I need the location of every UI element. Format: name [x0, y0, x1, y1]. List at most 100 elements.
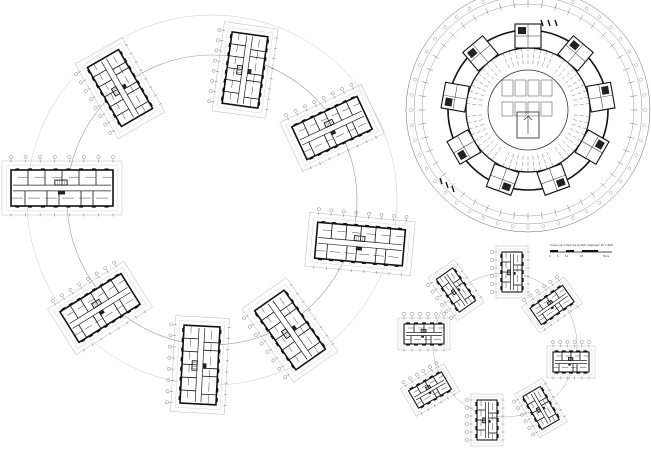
large-ring-dim-tick — [117, 326, 120, 330]
parking-radial-tick — [541, 0, 543, 8]
small-ring-dim-tick — [420, 411, 423, 415]
small-ring-axis-bubble — [528, 293, 533, 298]
large-ring-room-wall — [251, 86, 254, 96]
small-ring-stair-tread — [550, 300, 553, 304]
large-ring-partition — [115, 108, 130, 117]
large-ring-elevator-shaft — [355, 246, 363, 251]
parking-stall-line — [479, 135, 484, 139]
large-ring-partition — [281, 341, 295, 351]
small-ring-dim-tick — [531, 297, 535, 301]
parking-axis-bubble — [642, 123, 646, 127]
small-ring-axis-bubble — [531, 432, 535, 437]
large-ring-partition — [110, 279, 120, 294]
parking-stall-line — [575, 130, 580, 133]
small-ring-window — [549, 316, 554, 321]
large-ring-axis-bubble — [265, 350, 270, 354]
large-ring-room-wall — [116, 103, 120, 110]
large-ring-partition — [78, 324, 87, 338]
parking-axis-bubble — [467, 7, 472, 11]
large-ring-axis-bubble — [166, 367, 171, 371]
large-ring-room-wall — [274, 326, 279, 333]
large-ring-dim-tick — [324, 99, 327, 103]
large-ring-stair-tread — [330, 119, 333, 125]
large-ring-window — [259, 320, 264, 325]
small-ring-elevator-shaft — [421, 335, 424, 338]
parking-central-stall-block — [527, 101, 540, 117]
scale-caption: план на отметке 0.000 паркинг М 1:400 — [550, 243, 613, 247]
large-ring-dimension-frame — [279, 84, 385, 172]
large-ring-axis-bubble — [312, 100, 317, 104]
small-ring-room-wall — [542, 399, 547, 406]
large-ring-axis-bubble — [242, 316, 246, 321]
small-ring-block-4 — [397, 312, 451, 352]
large-ring-window — [229, 34, 232, 39]
parking-radial-tick — [499, 209, 502, 217]
scale-bar-segment-2 — [566, 250, 574, 252]
large-ring-partition — [330, 223, 333, 239]
parking-stall-line — [517, 61, 519, 66]
parking-radial-tick — [513, 212, 515, 220]
parking-radial-tick — [432, 161, 439, 166]
large-ring-dim-tick — [144, 77, 148, 80]
large-ring-room-wall — [309, 123, 317, 127]
parking-stall-line — [468, 90, 473, 93]
large-ring-room-wall — [336, 133, 344, 138]
small-ring-window — [440, 394, 445, 398]
small-ring-dimension-frame-inner — [404, 367, 456, 413]
large-ring-partition — [204, 341, 220, 344]
small-ring-stair-tread — [549, 301, 552, 304]
parking-central-stall-block — [540, 79, 553, 97]
small-ring-axis-bubble — [490, 282, 494, 286]
large-ring-room-wall — [329, 251, 341, 253]
large-ring-stair-tread — [237, 66, 243, 68]
small-ring-stair-tread — [537, 409, 541, 412]
large-ring-partition — [100, 286, 109, 300]
small-ring-axis-bubble — [418, 312, 422, 316]
parking-stall-line — [507, 64, 510, 69]
large-ring-room-wall — [77, 305, 85, 310]
small-ring-room-wall — [456, 280, 461, 287]
parking-stall-line — [479, 99, 484, 101]
parking-axis-bubble — [467, 209, 472, 213]
parking-stall-line — [486, 63, 490, 68]
small-ring-axis-bubble — [542, 284, 546, 289]
parking-stall-line — [512, 153, 514, 158]
large-ring-axis-bubble — [98, 114, 103, 118]
small-ring-window — [458, 275, 463, 280]
large-ring-partition — [345, 224, 348, 240]
large-ring-dim-tick — [301, 300, 305, 303]
parking-stall-line — [542, 62, 544, 67]
small-ring-stair-tread — [426, 386, 428, 390]
parking-central-stall-block — [514, 101, 527, 117]
large-ring-dim-tick — [319, 161, 321, 165]
large-ring-window — [81, 339, 86, 343]
parking-wing-core — [501, 182, 512, 192]
parking-stall-line — [474, 78, 478, 82]
large-ring-window — [120, 50, 124, 55]
parking-axis-bubble — [443, 25, 447, 29]
parking-stall-line — [554, 147, 558, 151]
parking-axis-bubble — [634, 63, 638, 67]
large-ring-partition — [202, 375, 218, 378]
small-ring-stair-tread — [537, 410, 541, 412]
parking-axis-bubble — [410, 123, 414, 127]
large-ring-window — [108, 106, 112, 111]
scale-tick-3: 20 — [580, 254, 584, 258]
large-ring-room-wall — [303, 148, 312, 153]
large-ring-dimension-frame-inner — [6, 165, 118, 211]
large-ring-axis-bubble — [340, 87, 344, 91]
large-ring-axis-bubble — [23, 155, 28, 159]
small-ring-axis-bubble — [551, 340, 555, 344]
large-ring-dim-tick — [290, 283, 293, 287]
large-ring-room-wall — [388, 256, 399, 258]
parking-axis-bubble — [571, 216, 575, 220]
large-ring-window — [116, 121, 120, 126]
large-ring-window — [104, 324, 109, 329]
large-ring-partition — [126, 86, 141, 95]
parking-radial-tick — [450, 32, 456, 38]
small-ring-room-wall — [440, 386, 447, 391]
large-ring-dim-tick — [54, 302, 57, 306]
parking-radial-tick — [418, 95, 426, 97]
parking-axis-bubble — [418, 63, 422, 67]
parking-stall-line — [548, 58, 551, 63]
